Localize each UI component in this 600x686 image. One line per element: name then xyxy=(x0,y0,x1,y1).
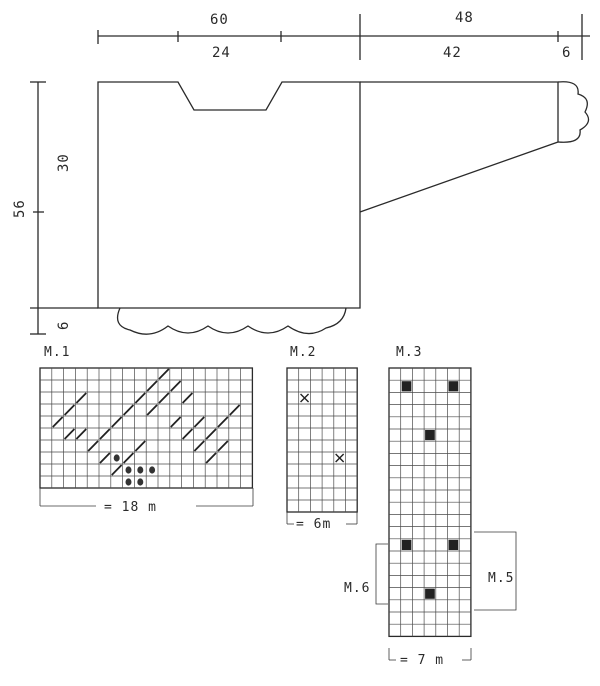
m1-slash-stitch xyxy=(181,392,194,404)
chart-m3-grid xyxy=(388,367,472,638)
chart-m3-label: M.3 xyxy=(396,345,422,360)
dim-total-length: 56 xyxy=(12,199,28,218)
m1-slash-stitch xyxy=(111,464,123,476)
m1-slash-stitch xyxy=(170,380,182,392)
chart-m2-label: M.2 xyxy=(290,345,316,360)
m1-bobble-stitch xyxy=(137,478,144,486)
dim-sleeve-length: 48 xyxy=(455,10,474,26)
m1-slash-stitch xyxy=(181,428,194,440)
chart-m2-grid xyxy=(286,367,358,513)
dim-sleeve-cuff: 6 xyxy=(562,45,571,61)
m1-slash-stitch xyxy=(122,404,135,416)
top-dimensions: 60 48 24 42 6 xyxy=(97,10,590,61)
dim-sleeve-upper: 42 xyxy=(443,45,462,61)
m1-slash-stitch xyxy=(134,440,146,452)
m1-slash-stitch xyxy=(205,452,217,464)
m3-filled-stitch xyxy=(425,430,435,441)
m3-filled-stitch xyxy=(448,539,459,550)
chart-m3-width-note: = 7 m xyxy=(400,653,444,668)
m1-slash-stitch xyxy=(146,404,158,416)
m1-slash-stitch xyxy=(134,392,146,404)
left-dimensions: 56 30 6 xyxy=(12,81,98,335)
chart-m1-width-note: = 18 m xyxy=(104,500,157,515)
m1-slash-stitch xyxy=(63,404,76,416)
m2-cross-stitch xyxy=(335,453,345,463)
chart-m2: M.2 = 6m xyxy=(286,345,358,532)
m3-filled-stitch xyxy=(425,588,435,599)
m1-slash-stitch xyxy=(170,416,182,428)
m1-slash-stitch xyxy=(193,440,205,452)
m1-bobble-stitch xyxy=(149,466,156,474)
m1-bobble-stitch xyxy=(113,454,120,462)
m1-bobble-stitch xyxy=(125,466,132,474)
dim-top-width: 60 xyxy=(210,12,229,28)
m1-slash-stitch xyxy=(217,440,229,452)
m1-slash-stitch xyxy=(193,416,205,428)
m1-slash-stitch xyxy=(122,452,135,464)
m1-slash-stitch xyxy=(75,392,87,404)
m2-cross-stitch xyxy=(300,393,310,403)
m1-slash-stitch xyxy=(52,416,64,428)
chart-m5-label: M.5 xyxy=(488,571,514,586)
m3-filled-stitch xyxy=(401,381,412,392)
m1-slash-stitch xyxy=(217,416,229,428)
m1-slash-stitch xyxy=(75,428,87,440)
m1-slash-stitch xyxy=(146,380,158,392)
dim-armhole-depth: 30 xyxy=(56,153,72,172)
m3-filled-stitch xyxy=(448,381,459,392)
dim-neck-width: 24 xyxy=(212,45,231,61)
m1-slash-stitch xyxy=(87,440,99,452)
m1-slash-stitch xyxy=(158,368,170,380)
m1-slash-stitch xyxy=(229,404,241,416)
m1-slash-stitch xyxy=(99,428,111,440)
m1-slash-stitch xyxy=(99,452,111,464)
chart-m3: M.3 M.5 M.6 = 7 m xyxy=(344,345,517,668)
hem-scallop xyxy=(116,307,347,335)
sleeve-cuff-scallop xyxy=(557,81,590,143)
dim-hem-border: 6 xyxy=(56,321,72,330)
chart-m1: M.1 = 18 m xyxy=(39,345,254,515)
chart-m1-grid xyxy=(39,367,254,489)
sleeve-outline xyxy=(359,81,559,213)
m3-filled-stitch xyxy=(401,539,412,550)
chart-m1-label: M.1 xyxy=(44,345,70,360)
m1-slash-stitch xyxy=(63,428,76,440)
m1-slash-stitch xyxy=(205,428,217,440)
m1-bobble-stitch xyxy=(125,478,132,486)
garment-schematic xyxy=(97,81,590,335)
m1-slash-stitch xyxy=(111,416,123,428)
body-outline xyxy=(97,81,361,309)
chart-m6-label: M.6 xyxy=(344,581,370,596)
m1-bobble-stitch xyxy=(137,466,144,474)
m1-slash-stitch xyxy=(158,392,170,404)
chart-m2-width-note: = 6m xyxy=(296,517,331,532)
